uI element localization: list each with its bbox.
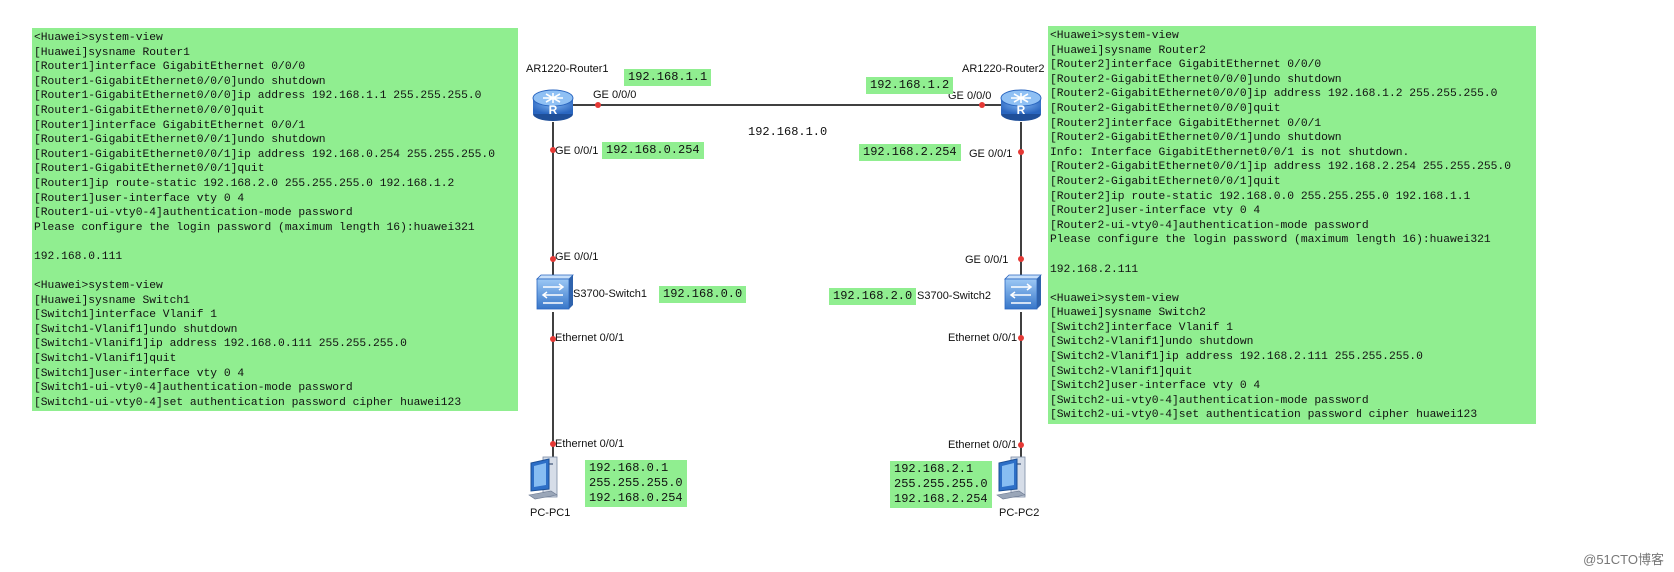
port-dot (979, 102, 985, 108)
port-label-pc1-eth: Ethernet 0/0/1 (555, 438, 625, 450)
port-label-pc2-eth: Ethernet 0/0/1 (948, 439, 1018, 451)
config-line: [Switch2-ui-vty0-4]authentication-mode p… (1050, 394, 1369, 407)
switch1-label: S3700-Switch1 (573, 288, 647, 300)
ip-tag-sw2-net: 192.168.2.0 (829, 288, 917, 305)
config-line: [Switch1-Vlanif1]ip address 192.168.0.11… (34, 338, 407, 351)
port-dot (1018, 442, 1024, 448)
config-line: [Router1-GigabitEthernet0/0/1]ip address… (34, 148, 495, 161)
port-label-sw1-eth: Ethernet 0/0/1 (555, 332, 625, 344)
config-line: [Switch1-Vlanif1]undo shutdown (34, 323, 238, 336)
port-label-r1-ge000: GE 0/0/0 (593, 89, 637, 101)
ip-tag-r2-wan: 192.168.1.2 (866, 77, 954, 94)
ip-tag-pc1: 192.168.0.1 255.255.255.0 192.168.0.254 (585, 460, 687, 507)
config-line: 192.168.2.111 (1050, 263, 1139, 276)
config-line: [Router2-ui-vty0-4]authentication-mode p… (1050, 219, 1369, 232)
config-line: Please configure the login password (max… (34, 221, 475, 234)
router1-icon[interactable]: R (532, 89, 574, 121)
config-line: [Router1]ip route-static 192.168.2.0 255… (34, 177, 455, 190)
port-label-sw2-eth: Ethernet 0/0/1 (948, 332, 1018, 344)
port-label-sw1-ge001: GE 0/0/1 (555, 251, 599, 263)
config-line: <Huawei>system-view (1050, 292, 1179, 305)
router2-label: AR1220-Router2 (962, 63, 1045, 75)
config-line: [Switch2]user-interface vty 0 4 (1050, 380, 1261, 393)
port-dot (550, 147, 556, 153)
config-line: [Router2]user-interface vty 0 4 (1050, 205, 1261, 218)
port-dot (595, 102, 601, 108)
port-dot (550, 336, 556, 342)
ip-tag-wan-net: 192.168.1.0 (748, 125, 828, 139)
svg-text:R: R (549, 103, 558, 117)
watermark: @51CTO博客 (1583, 552, 1664, 567)
config-line: [Router1]interface GigabitEthernet 0/0/1 (34, 119, 306, 132)
config-line: [Router2-GigabitEthernet0/0/0]ip address… (1050, 88, 1498, 101)
config-line: Info: Interface GigabitEthernet0/0/1 is … (1050, 146, 1410, 159)
config-line: [Router1-GigabitEthernet0/0/0]undo shutd… (34, 75, 326, 88)
config-line: 192.168.0.111 (34, 250, 123, 263)
switch2-label: S3700-Switch2 (917, 290, 991, 302)
config-line: [Switch1]interface Vlanif 1 (34, 309, 218, 322)
config-line: [Switch2-Vlanif1]ip address 192.168.2.11… (1050, 351, 1423, 364)
ip-tag-r1-lan: 192.168.0.254 (602, 142, 704, 159)
config-line: <Huawei>system-view (34, 32, 163, 44)
port-label-r1-ge001: GE 0/0/1 (555, 145, 599, 157)
port-label-sw2-ge001: GE 0/0/1 (965, 254, 1009, 266)
config-line: [Router2-GigabitEthernet0/0/1]ip address… (1050, 161, 1511, 174)
pc1-icon[interactable] (528, 456, 558, 500)
router1-label: AR1220-Router1 (526, 63, 609, 75)
config-line: [Router1]user-interface vty 0 4 (34, 192, 245, 205)
config-line: [Router2]ip route-static 192.168.0.0 255… (1050, 190, 1471, 203)
config-line: Please configure the login password (max… (1050, 234, 1491, 247)
config-line: [Router1-GigabitEthernet0/0/1]quit (34, 163, 265, 176)
ip-tag-r2-lan: 192.168.2.254 (859, 144, 961, 161)
config-line: [Router2]interface GigabitEthernet 0/0/1 (1050, 117, 1322, 130)
config-line: [Huawei]sysname Switch1 (34, 294, 190, 307)
config-line: [Switch2-ui-vty0-4]set authentication pa… (1050, 409, 1478, 422)
config-line: [Switch2-Vlanif1]quit (1050, 365, 1193, 378)
config-line: [Router1-ui-vty0-4]authentication-mode p… (34, 207, 353, 220)
router1-switch1-config-panel: <Huawei>system-view [Huawei]sysname Route… (32, 28, 518, 411)
ip-tag-pc2: 192.168.2.1 255.255.255.0 192.168.2.254 (890, 461, 992, 508)
config-line: [Switch1-ui-vty0-4]authentication-mode p… (34, 382, 353, 395)
config-line: [Router1-GigabitEthernet0/0/1]undo shutd… (34, 134, 326, 147)
config-line: <Huawei>system-view (1050, 30, 1179, 42)
config-line: [Router2-GigabitEthernet0/0/0]undo shutd… (1050, 73, 1342, 86)
config-line: [Router2-GigabitEthernet0/0/0]quit (1050, 102, 1281, 115)
config-line: [Router1]interface GigabitEthernet 0/0/0 (34, 61, 306, 74)
ip-tag-sw1-net: 192.168.0.0 (659, 286, 747, 303)
config-line: [Huawei]sysname Router2 (1050, 44, 1206, 57)
svg-text:R: R (1017, 103, 1026, 117)
router2-icon[interactable]: R (1000, 89, 1042, 121)
router2-switch2-config-panel: <Huawei>system-view [Huawei]sysname Route… (1048, 26, 1536, 424)
config-line: [Router1-GigabitEthernet0/0/0]quit (34, 104, 265, 117)
port-dot (1018, 256, 1024, 262)
pc1-label: PC-PC1 (530, 507, 571, 519)
pc2-label: PC-PC2 (999, 507, 1040, 519)
port-label-r2-ge000: GE 0/0/0 (948, 90, 992, 102)
config-line: [Router2-GigabitEthernet0/0/1]undo shutd… (1050, 132, 1342, 145)
port-dot (1018, 335, 1024, 341)
config-line: [Switch2]interface Vlanif 1 (1050, 321, 1234, 334)
port-label-r2-ge001: GE 0/0/1 (969, 148, 1013, 160)
port-dot (1018, 149, 1024, 155)
config-line: [Switch2-Vlanif1]undo shutdown (1050, 336, 1254, 349)
switch1-icon[interactable] (536, 274, 574, 310)
port-dot (550, 256, 556, 262)
switch2-icon[interactable] (1004, 274, 1042, 310)
config-line: <Huawei>system-view (34, 280, 163, 293)
config-line: [Huawei]sysname Switch2 (1050, 307, 1206, 320)
config-line: [Router1-GigabitEthernet0/0/0]ip address… (34, 90, 482, 103)
port-dot (550, 441, 556, 447)
config-line: [Switch1-ui-vty0-4]set authentication pa… (34, 396, 462, 409)
config-line: [Router2-GigabitEthernet0/0/1]quit (1050, 175, 1281, 188)
config-line: [Router2]interface GigabitEthernet 0/0/0 (1050, 59, 1322, 72)
config-line: [Switch1-Vlanif1]quit (34, 353, 177, 366)
pc2-icon[interactable] (996, 456, 1026, 500)
config-line: [Huawei]sysname Router1 (34, 46, 190, 59)
ip-tag-r1-wan: 192.168.1.1 (624, 69, 712, 86)
config-line: [Switch1]user-interface vty 0 4 (34, 367, 245, 380)
